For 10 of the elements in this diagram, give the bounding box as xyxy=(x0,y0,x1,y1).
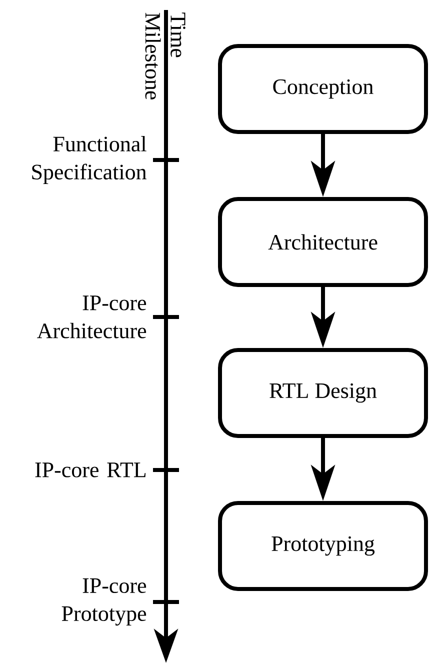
process-box: RTL Design xyxy=(218,348,428,438)
process-box: Prototyping xyxy=(218,501,428,591)
milestone-label: IP-core Prototype xyxy=(62,578,146,626)
process-box: Conception xyxy=(218,44,428,134)
axis-title: Milestone xyxy=(145,12,161,100)
milestone-label: Functional Specification xyxy=(32,136,146,184)
milestone-label: IP-core Architecture xyxy=(37,296,146,338)
axis-title: Time xyxy=(170,12,186,58)
milestone-label: IP-core RTL xyxy=(35,462,146,478)
process-box: Architecture xyxy=(218,197,428,287)
